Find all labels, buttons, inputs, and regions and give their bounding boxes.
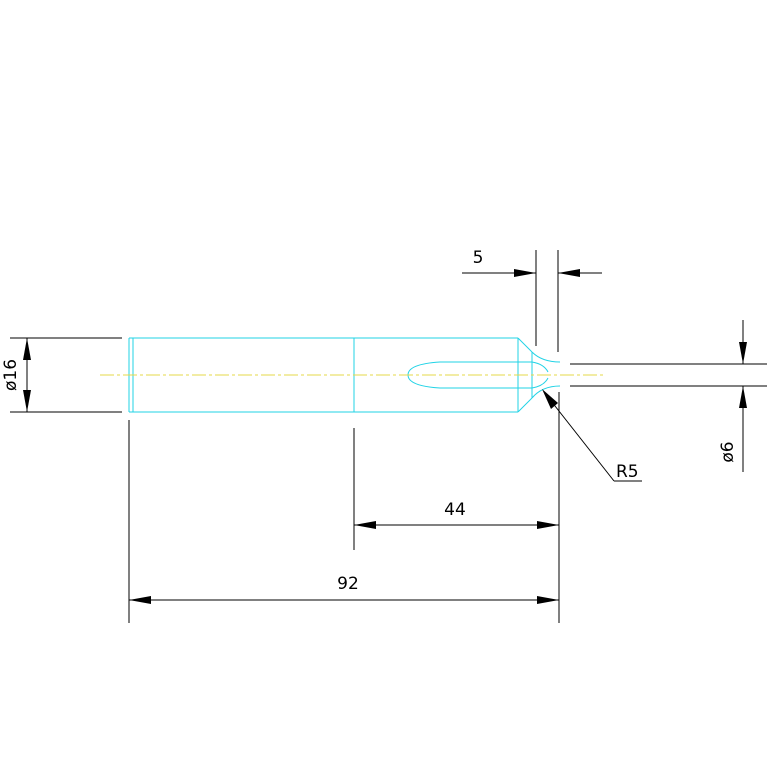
part-outline (128, 337, 561, 413)
dimension-length-92: 92 (128, 420, 559, 623)
length-92-label: 92 (337, 574, 359, 594)
chamfer-top (517, 337, 533, 353)
arrowhead (354, 521, 376, 529)
neck-fillet-top (531, 351, 561, 363)
arrowhead (739, 342, 747, 364)
arrowhead (739, 386, 747, 408)
diameter-6-label: ø6 (718, 441, 738, 462)
arrowhead (23, 390, 31, 412)
dimension-width-5: 5 (462, 248, 602, 352)
radius-label: R5 (616, 462, 639, 482)
length-44-label: 44 (444, 500, 466, 520)
dimension-length-44: 44 (353, 392, 560, 623)
arrowhead (542, 389, 558, 409)
dimension-diameter-6: ø6 (570, 320, 767, 472)
diameter-16-label: ø16 (1, 359, 21, 391)
dimension-diameter-16: ø16 (1, 337, 122, 413)
arrowhead (23, 338, 31, 360)
arrowhead (537, 596, 559, 604)
leader-line (543, 391, 615, 482)
chamfer-bottom (517, 397, 533, 413)
arrowhead (537, 521, 559, 529)
neck-fillet-bottom (531, 385, 561, 399)
dimension-radius-5: R5 (542, 389, 642, 482)
slot-inner-fillet-bottom (531, 377, 549, 389)
slot-inner-fillet-top (531, 361, 549, 373)
arrowhead (129, 596, 151, 604)
width-5-label: 5 (473, 248, 484, 268)
arrowhead (558, 269, 580, 277)
arrowhead (514, 269, 536, 277)
